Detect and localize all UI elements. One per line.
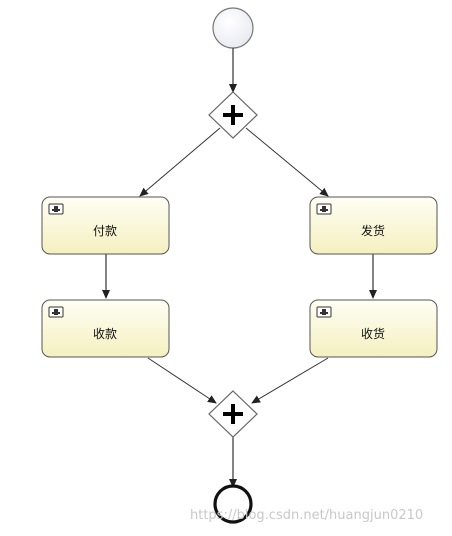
parallel-gateway-join[interactable] [208,390,258,438]
task-label: 付款 [93,224,117,238]
user-task-icon [48,306,64,318]
task-label: 收货 [361,326,385,341]
task-label: 发货 [361,223,385,238]
edge-receive-goods-to-join [251,357,329,404]
watermark: https://blog.csdn.net/huangjun0210 [190,508,424,523]
plus-icon [223,105,243,125]
start-event[interactable] [212,7,254,49]
task-receive-goods[interactable]: 收货 [309,299,438,358]
user-task-icon [48,203,64,215]
end-event[interactable] [213,484,253,524]
task-pay[interactable]: 付款 [41,196,170,255]
task-ship[interactable]: 发货 [309,196,438,255]
task-label: 收款 [93,327,117,341]
user-task-icon [316,203,332,215]
edge-split-to-ship [245,127,329,197]
task-receive-payment[interactable]: 收款 [41,299,170,358]
edge-split-to-pay [139,127,221,197]
parallel-gateway-split[interactable] [208,91,258,139]
user-task-icon [316,306,332,318]
plus-icon [223,404,243,424]
edge-receive-payment-to-join [147,357,217,404]
